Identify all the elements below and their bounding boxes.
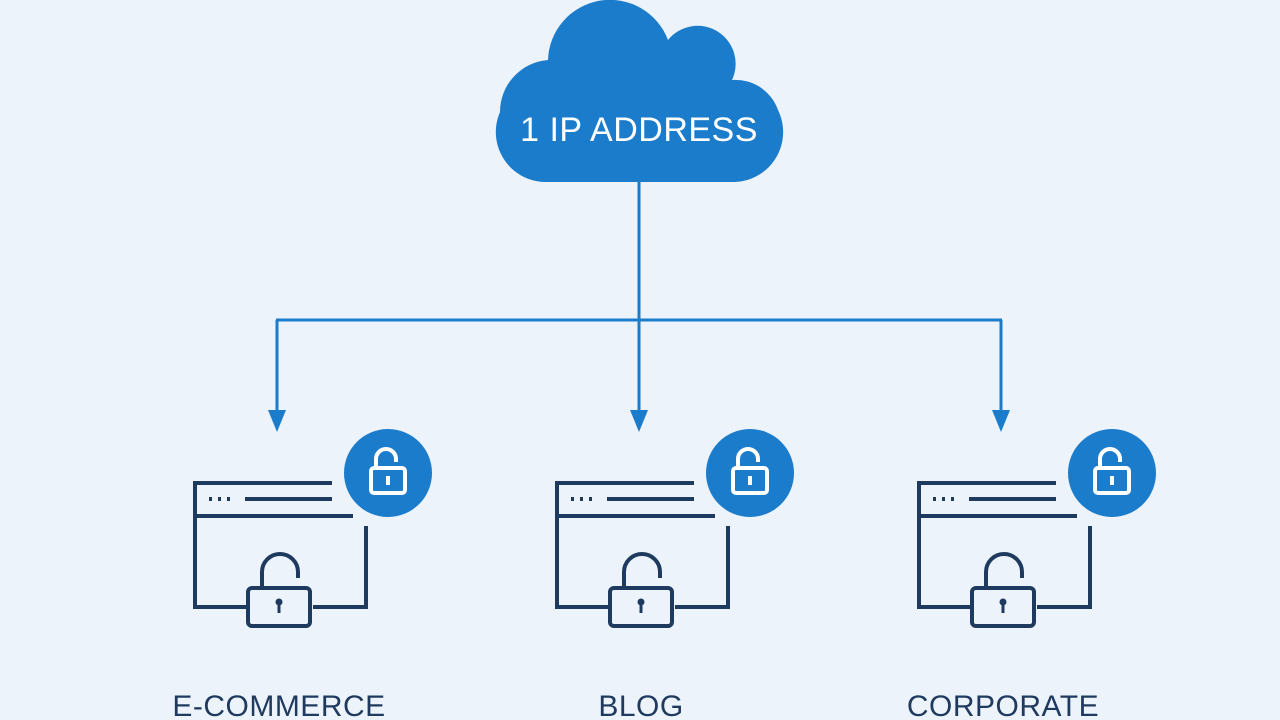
lock-badge-icon — [706, 429, 794, 517]
site-node-1: E-COMMERCE — [172, 429, 432, 720]
site-node-2: BLOG — [555, 429, 794, 720]
browser-window-icon — [555, 481, 730, 609]
cloud-label: 1 IP ADDRESS — [520, 111, 758, 149]
arrow-head-2 — [630, 410, 648, 432]
unlocked-padlock-icon — [246, 552, 312, 628]
site-label-corporate: CORPORATE — [907, 690, 1099, 720]
arrow-head-3 — [992, 410, 1010, 432]
unlocked-padlock-icon — [970, 552, 1036, 628]
unlocked-padlock-icon — [608, 552, 674, 628]
connector-lines — [268, 182, 1010, 432]
lock-badge-icon — [1068, 429, 1156, 517]
arrow-head-1 — [268, 410, 286, 432]
browser-window-icon — [193, 481, 368, 609]
cloud-icon: 1 IP ADDRESS — [495, 0, 784, 182]
browser-window-icon — [917, 481, 1092, 609]
lock-badge-icon — [344, 429, 432, 517]
site-label-ecommerce: E-COMMERCE — [172, 690, 385, 720]
site-node-3: CORPORATE — [907, 429, 1156, 720]
site-label-blog: BLOG — [598, 690, 683, 720]
